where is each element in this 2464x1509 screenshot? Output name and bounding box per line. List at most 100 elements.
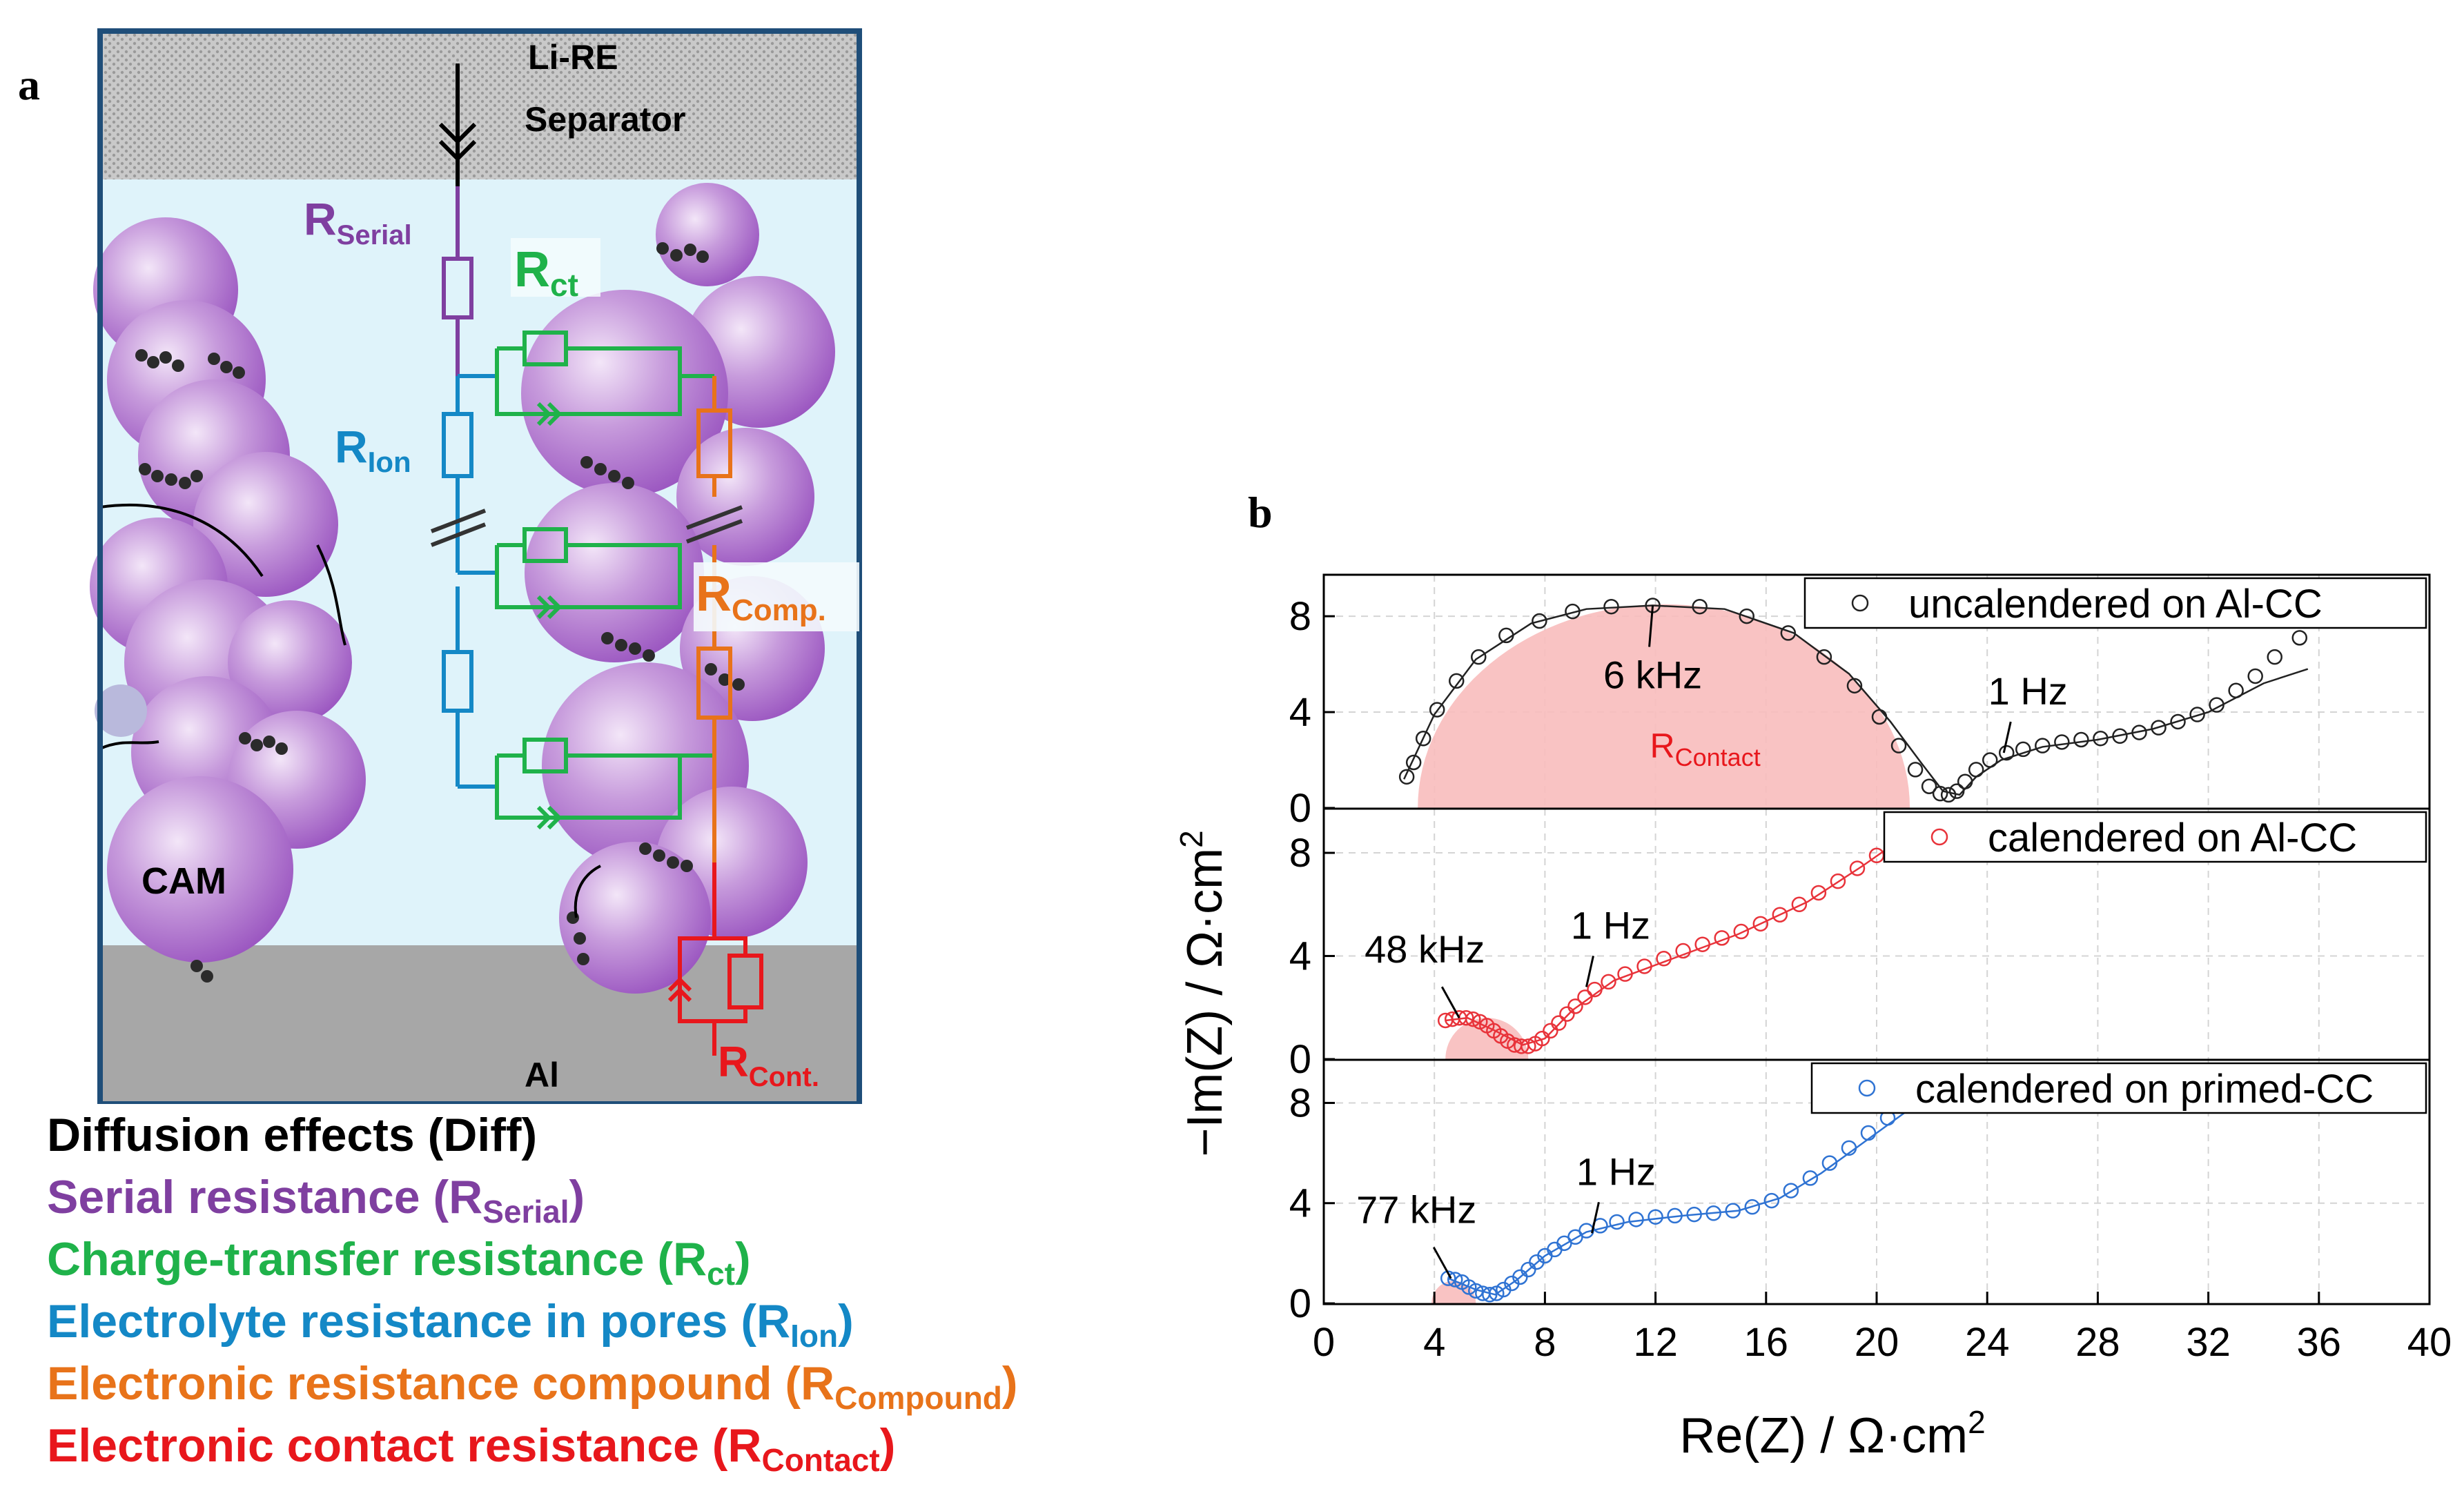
data-point [1763, 1192, 1780, 1209]
annotation-label: 1 Hz [1571, 903, 1650, 947]
data-point [1830, 873, 1846, 889]
data-point [1447, 1272, 1463, 1288]
data-point [1752, 916, 1769, 932]
data-point [1603, 598, 1619, 615]
data-point [1907, 762, 1924, 778]
data-point [1521, 1038, 1536, 1054]
data-point [1559, 1006, 1575, 1022]
data-point [1841, 1140, 1857, 1156]
data-point [2035, 738, 2051, 753]
cam-particles [90, 183, 835, 994]
data-point [1849, 860, 1866, 876]
carbon-black-clusters [135, 242, 745, 983]
fit-line [1403, 604, 2309, 796]
data-point [1532, 613, 1547, 629]
contact-shaded-region [1431, 1281, 1476, 1303]
legend-box [1803, 577, 2427, 629]
data-point [1810, 885, 1827, 901]
x-tick-label: 8 [1534, 1320, 1556, 1365]
data-point [1733, 923, 1750, 940]
data-point [1405, 754, 1422, 771]
annotation-label: 6 kHz [1603, 653, 1702, 696]
data-point [1714, 930, 1730, 946]
data-point [1921, 778, 1937, 794]
legend-box [1883, 811, 2427, 863]
data-point [1744, 1199, 1761, 1215]
x-tick-label: 40 [2407, 1320, 2452, 1365]
y-tick-label: 4 [1289, 690, 1311, 735]
x-tick-label: 12 [1633, 1320, 1678, 1365]
data-point [2209, 697, 2225, 713]
legend-marker [1930, 828, 1948, 846]
data-point [1667, 1207, 1683, 1224]
data-point [1601, 974, 1616, 990]
annotation-label: 1 Hz [1576, 1150, 1656, 1193]
y-tick-label: 8 [1289, 831, 1311, 876]
contact-shaded-region [1418, 604, 1910, 808]
data-point [1772, 907, 1788, 923]
x-tick-label: 32 [2186, 1320, 2231, 1365]
data-point [2131, 724, 2147, 740]
data-point [1686, 1206, 1702, 1223]
legend-diff: Diffusion effects (Diff) [47, 1109, 538, 1161]
y-tick-label: 4 [1289, 1181, 1311, 1226]
data-point [2291, 630, 2308, 646]
equivalent-circuit [430, 63, 763, 1056]
data-point [1692, 598, 1708, 615]
x-tick-label: 16 [1744, 1320, 1789, 1365]
fit-line [1445, 826, 1919, 1046]
aluminium-collector [100, 945, 859, 1104]
separator-layer [100, 31, 859, 179]
legend-label: calendered on Al-CC [1988, 816, 2357, 860]
data-point [1482, 1287, 1498, 1303]
legend-box [1810, 1062, 2427, 1114]
data-point [1957, 773, 1973, 790]
data-point [1656, 951, 1672, 967]
legend-compound: Electronic resistance compound (RCompoun… [47, 1357, 1018, 1416]
y-tick-label: 4 [1289, 934, 1311, 979]
x-tick-label: 20 [1855, 1320, 1899, 1365]
r-comp-label: RComp. [696, 566, 826, 627]
data-point [1471, 649, 1487, 665]
data-point [2247, 668, 2263, 684]
data-point [2073, 731, 2089, 748]
data-point [1783, 1183, 1799, 1199]
y-tick-label: 8 [1289, 594, 1311, 639]
x-tick-label: 0 [1313, 1320, 1335, 1365]
legend-marker [1858, 1079, 1876, 1097]
data-point [1998, 744, 2015, 761]
data-point [1791, 896, 1808, 913]
resistance-legend: Diffusion effects (Diff) Serial resistan… [47, 1104, 1018, 1477]
data-point [2093, 731, 2109, 747]
annotation-label: 77 kHz [1356, 1188, 1476, 1232]
annotation-label: 1 Hz [1988, 669, 2068, 713]
y-tick-label: 0 [1289, 1037, 1311, 1082]
data-point [1498, 627, 1514, 644]
r-ion-label: RIon [335, 421, 411, 478]
li-re-label: Li-RE [528, 38, 618, 77]
x-tick-label: 28 [2075, 1320, 2120, 1365]
annotation-pointer [1591, 1201, 1600, 1234]
data-point [1609, 1214, 1625, 1230]
data-point [1636, 958, 1652, 974]
data-point [1628, 1212, 1644, 1227]
data-point [2015, 741, 2031, 758]
data-point [1780, 625, 1797, 641]
data-point [1816, 649, 1832, 665]
electrode-schematic: Li-RE Separator CAM Al RSerial Rct RIon … [90, 28, 862, 1104]
fit-line [1447, 1112, 1905, 1296]
data-point [2151, 720, 2167, 736]
data-point [1948, 783, 1965, 799]
data-point [1694, 936, 1710, 952]
data-point [1429, 702, 1445, 718]
r-ct-label: Rct [514, 242, 578, 303]
binder-fibres [99, 503, 601, 918]
y-axis-label: −Im(Z) / Ω·cm2 [1173, 830, 1233, 1156]
annotation-label: 48 kHz [1365, 927, 1485, 971]
data-point [1802, 1170, 1819, 1186]
annotation-pointer [1440, 986, 1460, 1018]
data-point [1647, 1209, 1663, 1225]
chart-panel-2: 48 kHz 1 Hz calendered on Al-CC 0 4 8 [1289, 807, 2431, 1082]
